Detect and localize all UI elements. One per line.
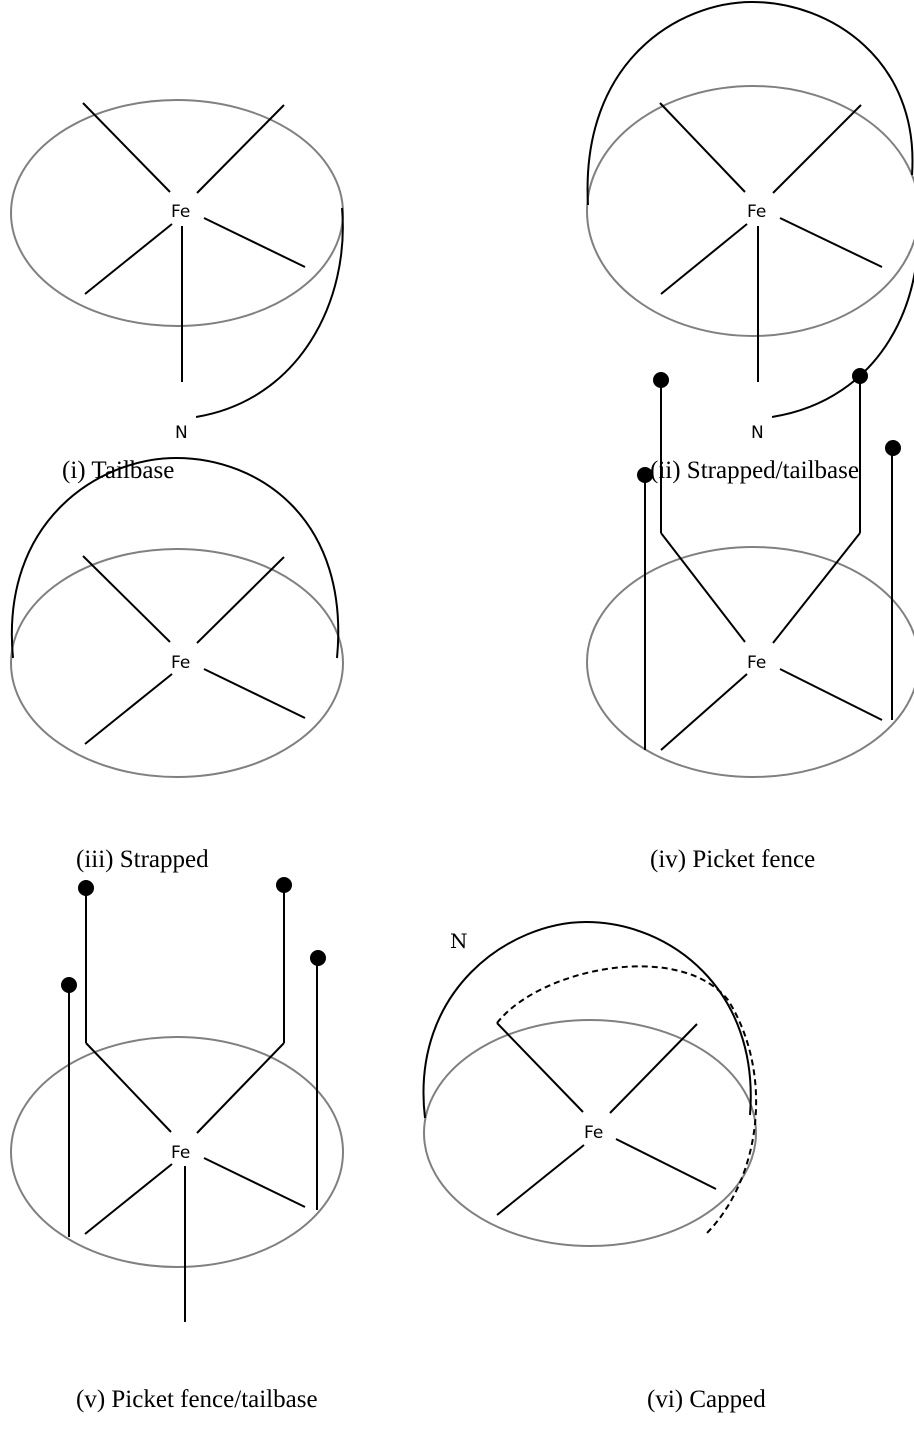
bond-lower-left <box>84 673 173 745</box>
fe-label: Fe <box>747 202 766 222</box>
porphyrin-ring <box>10 1036 344 1268</box>
caption-v: (v) Picket fence/tailbase <box>76 1386 318 1413</box>
strap-arc <box>10 456 340 659</box>
bond-upper-left <box>660 532 746 643</box>
fe-label: Fe <box>171 1143 190 1163</box>
picket-1-head <box>653 372 669 388</box>
bond-upper-right <box>772 104 862 194</box>
bond-lower-left <box>84 223 173 295</box>
bond-upper-right <box>196 104 285 194</box>
caption-i: (i) Tailbase <box>62 457 174 484</box>
picket-1-head <box>78 880 94 896</box>
bond-lower-left <box>496 1144 585 1216</box>
panel-capped: Fe N (vi) Capped <box>422 920 766 1413</box>
bond-lower-right <box>615 1138 717 1190</box>
bond-upper-left <box>496 1022 584 1113</box>
n-label: N <box>450 929 468 953</box>
bond-lower-right <box>203 668 306 719</box>
porphyrin-ring <box>586 85 914 337</box>
bond-upper-left <box>85 1042 172 1133</box>
bond-lower-left <box>84 1163 173 1235</box>
caption-iii: (iii) Strapped <box>76 846 209 873</box>
bond-upper-left <box>82 555 171 643</box>
bond-upper-left <box>82 102 171 193</box>
caption-vi: (vi) Capped <box>647 1386 766 1413</box>
panel-strapped: Fe (iii) Strapped <box>10 456 344 873</box>
picket-2-head <box>276 877 292 893</box>
bond-lower-right <box>203 1157 306 1208</box>
bond-lower-left <box>660 223 748 295</box>
picket-4-head <box>885 440 901 456</box>
picket-4-head <box>310 950 326 966</box>
panel-picket-fence: Fe (iv) Picket fence <box>586 368 914 873</box>
caption-iv: (iv) Picket fence <box>650 846 815 873</box>
picket-3-head <box>637 467 653 483</box>
bond-lower-left <box>660 673 748 751</box>
bond-lower-right <box>203 217 306 268</box>
bond-upper-right <box>196 1042 285 1134</box>
n-label: N <box>751 423 764 443</box>
fe-label: Fe <box>747 653 766 673</box>
bond-upper-right <box>196 556 285 644</box>
bond-lower-right <box>779 668 883 721</box>
tail-arc <box>195 207 344 418</box>
porphyrin-ring <box>586 546 914 778</box>
n-label: N <box>175 423 188 443</box>
picket-3-head <box>61 977 77 993</box>
picket-2-head <box>852 368 868 384</box>
fe-label: Fe <box>171 202 190 222</box>
porphyrin-ring <box>10 548 344 778</box>
bond-lower-right <box>779 217 883 268</box>
bond-upper-left <box>659 102 746 193</box>
cap-arc <box>422 920 752 1119</box>
panel-strapped-tailbase: Fe N (ii) Strapped/tailbase <box>586 0 914 484</box>
fe-label: Fe <box>171 653 190 673</box>
fe-label: Fe <box>584 1123 603 1143</box>
panel-picket-fence-tailbase: Fe (v) Picket fence/tailbase <box>10 877 344 1413</box>
cap-arc-dashed <box>496 965 758 1235</box>
strap-arc <box>586 0 914 206</box>
caption-ii: (ii) Strapped/tailbase <box>650 457 859 484</box>
panel-tailbase: Fe N (i) Tailbase <box>10 99 344 484</box>
porphyrin-ring <box>423 1019 757 1247</box>
bond-upper-right <box>772 532 861 644</box>
tail-arc <box>771 270 914 418</box>
bond-upper-right <box>609 1023 698 1114</box>
